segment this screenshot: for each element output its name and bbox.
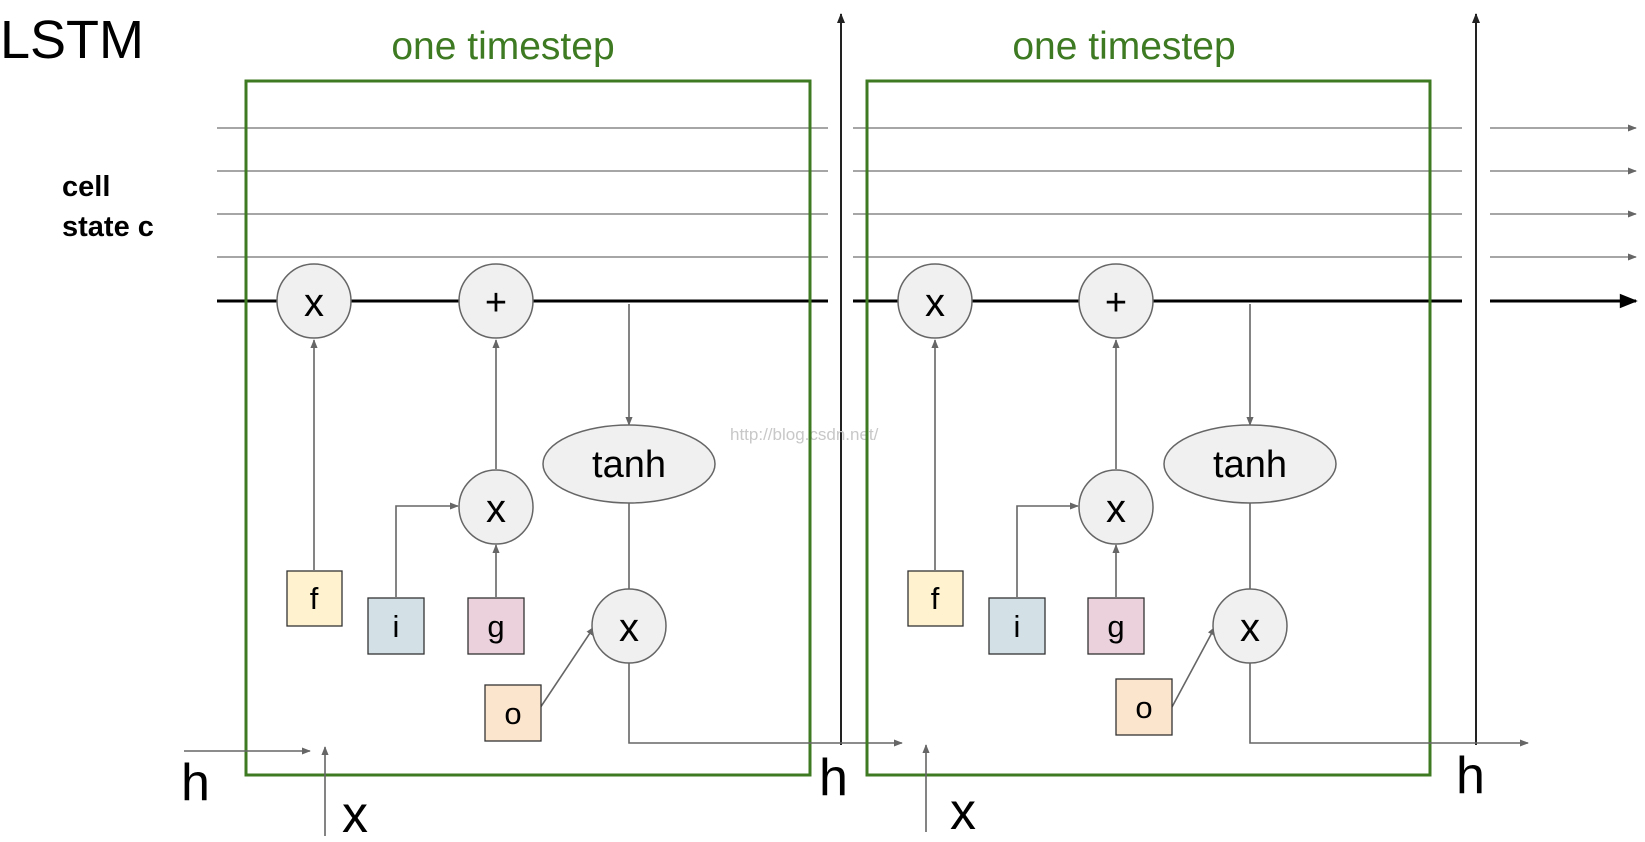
cell-state-label-line1: cell — [62, 171, 110, 203]
h-output-label: h — [1456, 747, 1485, 805]
h-output-verticals — [837, 13, 1480, 745]
x-input-label: x — [342, 786, 368, 842]
forget-mult-node: x — [897, 263, 973, 339]
tanh-node: tanh — [1163, 424, 1337, 504]
svg-text:x: x — [486, 487, 506, 531]
gate-o: o — [1115, 678, 1173, 736]
timestep-box — [865, 79, 1432, 777]
timestep-header: one timestep — [1012, 25, 1235, 68]
svg-text:x: x — [925, 281, 945, 325]
svg-text:tanh: tanh — [1213, 444, 1287, 486]
output-mult-node: x — [591, 588, 667, 664]
h-output-label: h — [819, 749, 848, 807]
svg-text:x: x — [1240, 606, 1260, 650]
x-input-label: x — [950, 783, 976, 841]
add-node: + — [458, 263, 534, 339]
gate-i: i — [367, 597, 425, 655]
watermark: http://blog.csdn.net/ — [730, 425, 879, 444]
input-mult-node: x — [1078, 469, 1154, 545]
svg-text:o: o — [1135, 690, 1152, 725]
svg-text:i: i — [393, 609, 400, 644]
output-gate-arrow — [539, 626, 595, 709]
tanh-node: tanh — [542, 424, 716, 504]
svg-text:g: g — [487, 609, 504, 644]
gate-f: f — [907, 570, 964, 627]
svg-text:x: x — [304, 281, 324, 325]
cell-state-label-line2: state c — [62, 211, 154, 243]
h-output-arrow — [1249, 663, 1529, 747]
svg-text:tanh: tanh — [592, 444, 666, 486]
background-lines — [217, 124, 1637, 261]
output-gate-arrow — [1171, 626, 1216, 708]
input-mult-node: x — [458, 469, 534, 545]
gate-i: i — [988, 597, 1046, 655]
timestep-header: one timestep — [391, 25, 614, 68]
output-mult-node: x — [1212, 588, 1288, 664]
gate-g: g — [1087, 597, 1145, 655]
h-output-arrow — [628, 663, 903, 747]
svg-text:o: o — [504, 696, 521, 731]
diagram-title: LSTM — [0, 10, 144, 70]
timestep-2: one timestep x + x tanh — [865, 25, 1529, 841]
input-gate-arrow — [1016, 502, 1079, 597]
svg-text:+: + — [485, 282, 507, 324]
gate-f: f — [286, 570, 343, 627]
timestep-box — [244, 79, 812, 777]
svg-text:x: x — [619, 606, 639, 650]
h-input-label: h — [181, 754, 210, 812]
timestep-1: one timestep x + x ta — [181, 25, 903, 842]
svg-text:x: x — [1106, 487, 1126, 531]
svg-text:i: i — [1014, 609, 1021, 644]
svg-text:f: f — [310, 581, 319, 616]
forget-mult-node: x — [276, 263, 352, 339]
gate-o: o — [484, 684, 542, 742]
input-gate-arrow — [395, 502, 459, 597]
svg-text:+: + — [1105, 282, 1127, 324]
add-node: + — [1078, 263, 1154, 339]
svg-text:f: f — [931, 581, 940, 616]
svg-text:g: g — [1107, 609, 1124, 644]
gate-g: g — [467, 597, 525, 655]
